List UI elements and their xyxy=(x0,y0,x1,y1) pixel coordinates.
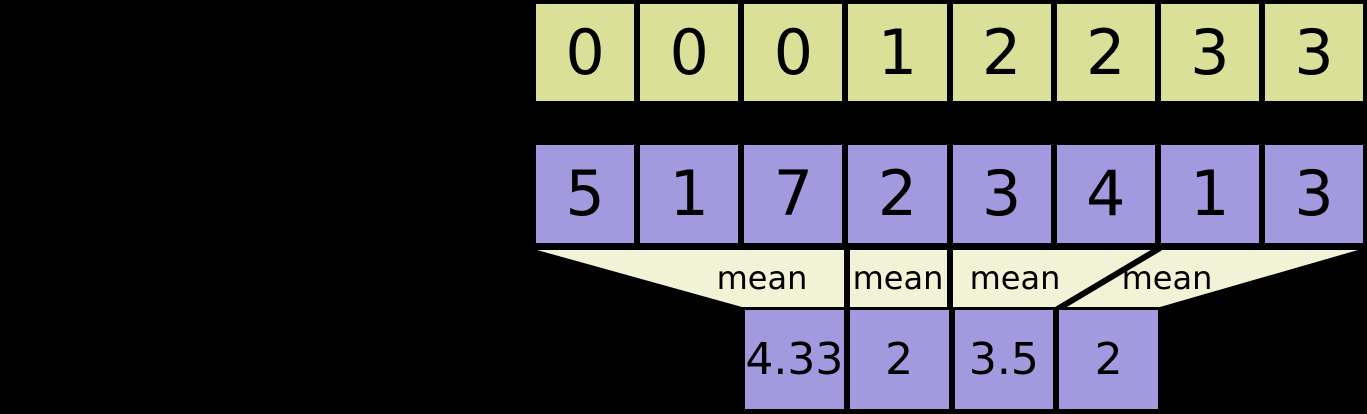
mean-operation-label: mean xyxy=(852,259,944,297)
mean-operation-label: mean xyxy=(1121,259,1213,297)
segment-id-cell: 2 xyxy=(1056,4,1155,101)
segment-id-cell: 0 xyxy=(536,4,635,101)
data-cell: 1 xyxy=(1160,145,1259,243)
output-means-row: 4.33 2 3.5 2 xyxy=(740,305,1163,414)
output-cell: 2 xyxy=(849,310,949,409)
segment-ids-row: 0 0 0 1 2 2 3 3 xyxy=(532,0,1367,105)
output-cell: 2 xyxy=(1059,310,1158,409)
segment-id-cell: 0 xyxy=(640,4,739,101)
segment-id-cell: 1 xyxy=(848,4,947,101)
mean-operation-label: mean xyxy=(716,259,808,297)
data-cell: 1 xyxy=(640,145,739,243)
segment-id-cell: 3 xyxy=(1264,4,1363,101)
segment-id-cell: 0 xyxy=(744,4,843,101)
data-cell: 2 xyxy=(848,145,947,243)
data-cell: 4 xyxy=(1056,145,1155,243)
mean-funnel xyxy=(537,246,1358,312)
segment-id-cell: 2 xyxy=(952,4,1051,101)
data-cell: 5 xyxy=(536,145,635,243)
segment-id-cell: 3 xyxy=(1160,4,1259,101)
output-cell: 3.5 xyxy=(954,310,1054,409)
data-values-row: 5 1 7 2 3 4 1 3 xyxy=(532,141,1367,247)
funnel-separator-diagonal xyxy=(1054,246,1162,312)
data-cell: 3 xyxy=(1264,145,1363,243)
mean-operation-label: mean xyxy=(969,259,1061,297)
output-cell: 4.33 xyxy=(745,310,844,409)
data-cell: 3 xyxy=(952,145,1051,243)
data-cell: 7 xyxy=(744,145,843,243)
